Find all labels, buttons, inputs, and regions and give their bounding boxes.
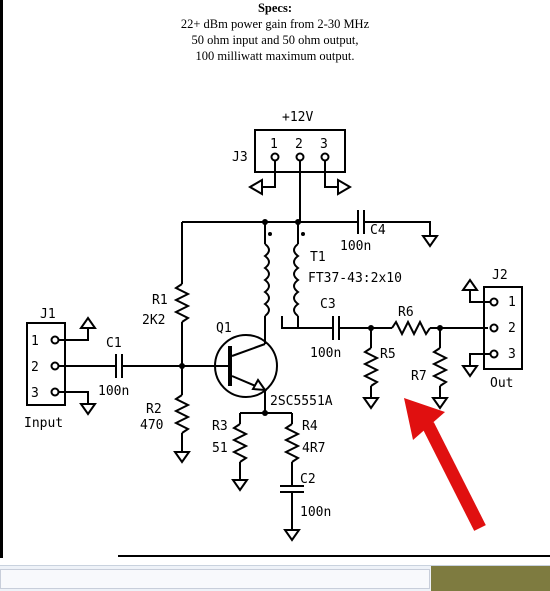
specs-line-3: 100 milliwatt maximum output. [195, 49, 355, 63]
supply-label: +12V [282, 110, 313, 125]
status-bar [0, 565, 550, 591]
red-annotation-arrow [404, 398, 486, 531]
c4-value: 100n [340, 239, 371, 254]
j3-pin-2: 2 [295, 137, 303, 152]
r7-label: R7 [411, 369, 427, 384]
c3-value: 100n [310, 346, 341, 361]
ground-symbols [79, 178, 479, 542]
j2-label: J2 [492, 268, 508, 283]
q1-value: 2SC5551A [270, 394, 333, 409]
input-label: Input [24, 416, 63, 431]
j2-pin-1: 1 [508, 295, 516, 310]
specs-line-1: 22+ dBm power gain from 2-30 MHz [180, 17, 370, 31]
j1-pin-3: 3 [31, 386, 39, 401]
specs-block: Specs: 22+ dBm power gain from 2-30 MHz … [0, 0, 550, 64]
bottom-rule [118, 555, 550, 557]
status-bar-accent [431, 566, 550, 591]
r2-value: 470 [140, 418, 163, 433]
j2-pin-2: 2 [508, 321, 516, 336]
r1-label: R1 [152, 293, 168, 308]
c2-value: 100n [300, 505, 331, 520]
j2-connector-body [483, 286, 523, 370]
specs-title: Specs: [257, 1, 293, 15]
j2-pin-3: 3 [508, 347, 516, 362]
r3-value: 51 [212, 441, 228, 456]
j1-connector-body [26, 322, 66, 406]
c4-label: C4 [370, 223, 386, 238]
r2-label: R2 [146, 402, 162, 417]
j3-pin-3: 3 [320, 137, 328, 152]
status-bar-field [0, 569, 430, 589]
r1-value: 2K2 [142, 313, 165, 328]
out-label: Out [490, 376, 513, 391]
c1-label: C1 [106, 336, 122, 351]
j1-label: J1 [40, 307, 56, 322]
r5-label: R5 [380, 347, 396, 362]
t1-label: T1 [310, 250, 326, 265]
r3-label: R3 [212, 419, 228, 434]
r6-label: R6 [398, 305, 414, 320]
left-page-rule [0, 0, 3, 558]
t1-value: FT37-43:2x10 [308, 271, 402, 286]
r4-value: 4R7 [302, 441, 325, 456]
q1-transistor-body [214, 334, 278, 398]
c2-label: C2 [300, 472, 316, 487]
c1-value: 100n [98, 384, 129, 399]
j3-label: J3 [232, 150, 248, 165]
j1-pin-2: 2 [31, 360, 39, 375]
specs-line-2: 50 ohm input and 50 ohm output, [191, 33, 359, 47]
j1-pin-1: 1 [31, 334, 39, 349]
c3-label: C3 [320, 297, 336, 312]
r4-label: R4 [302, 419, 318, 434]
q1-label: Q1 [216, 321, 232, 336]
j3-pin-1: 1 [270, 137, 278, 152]
